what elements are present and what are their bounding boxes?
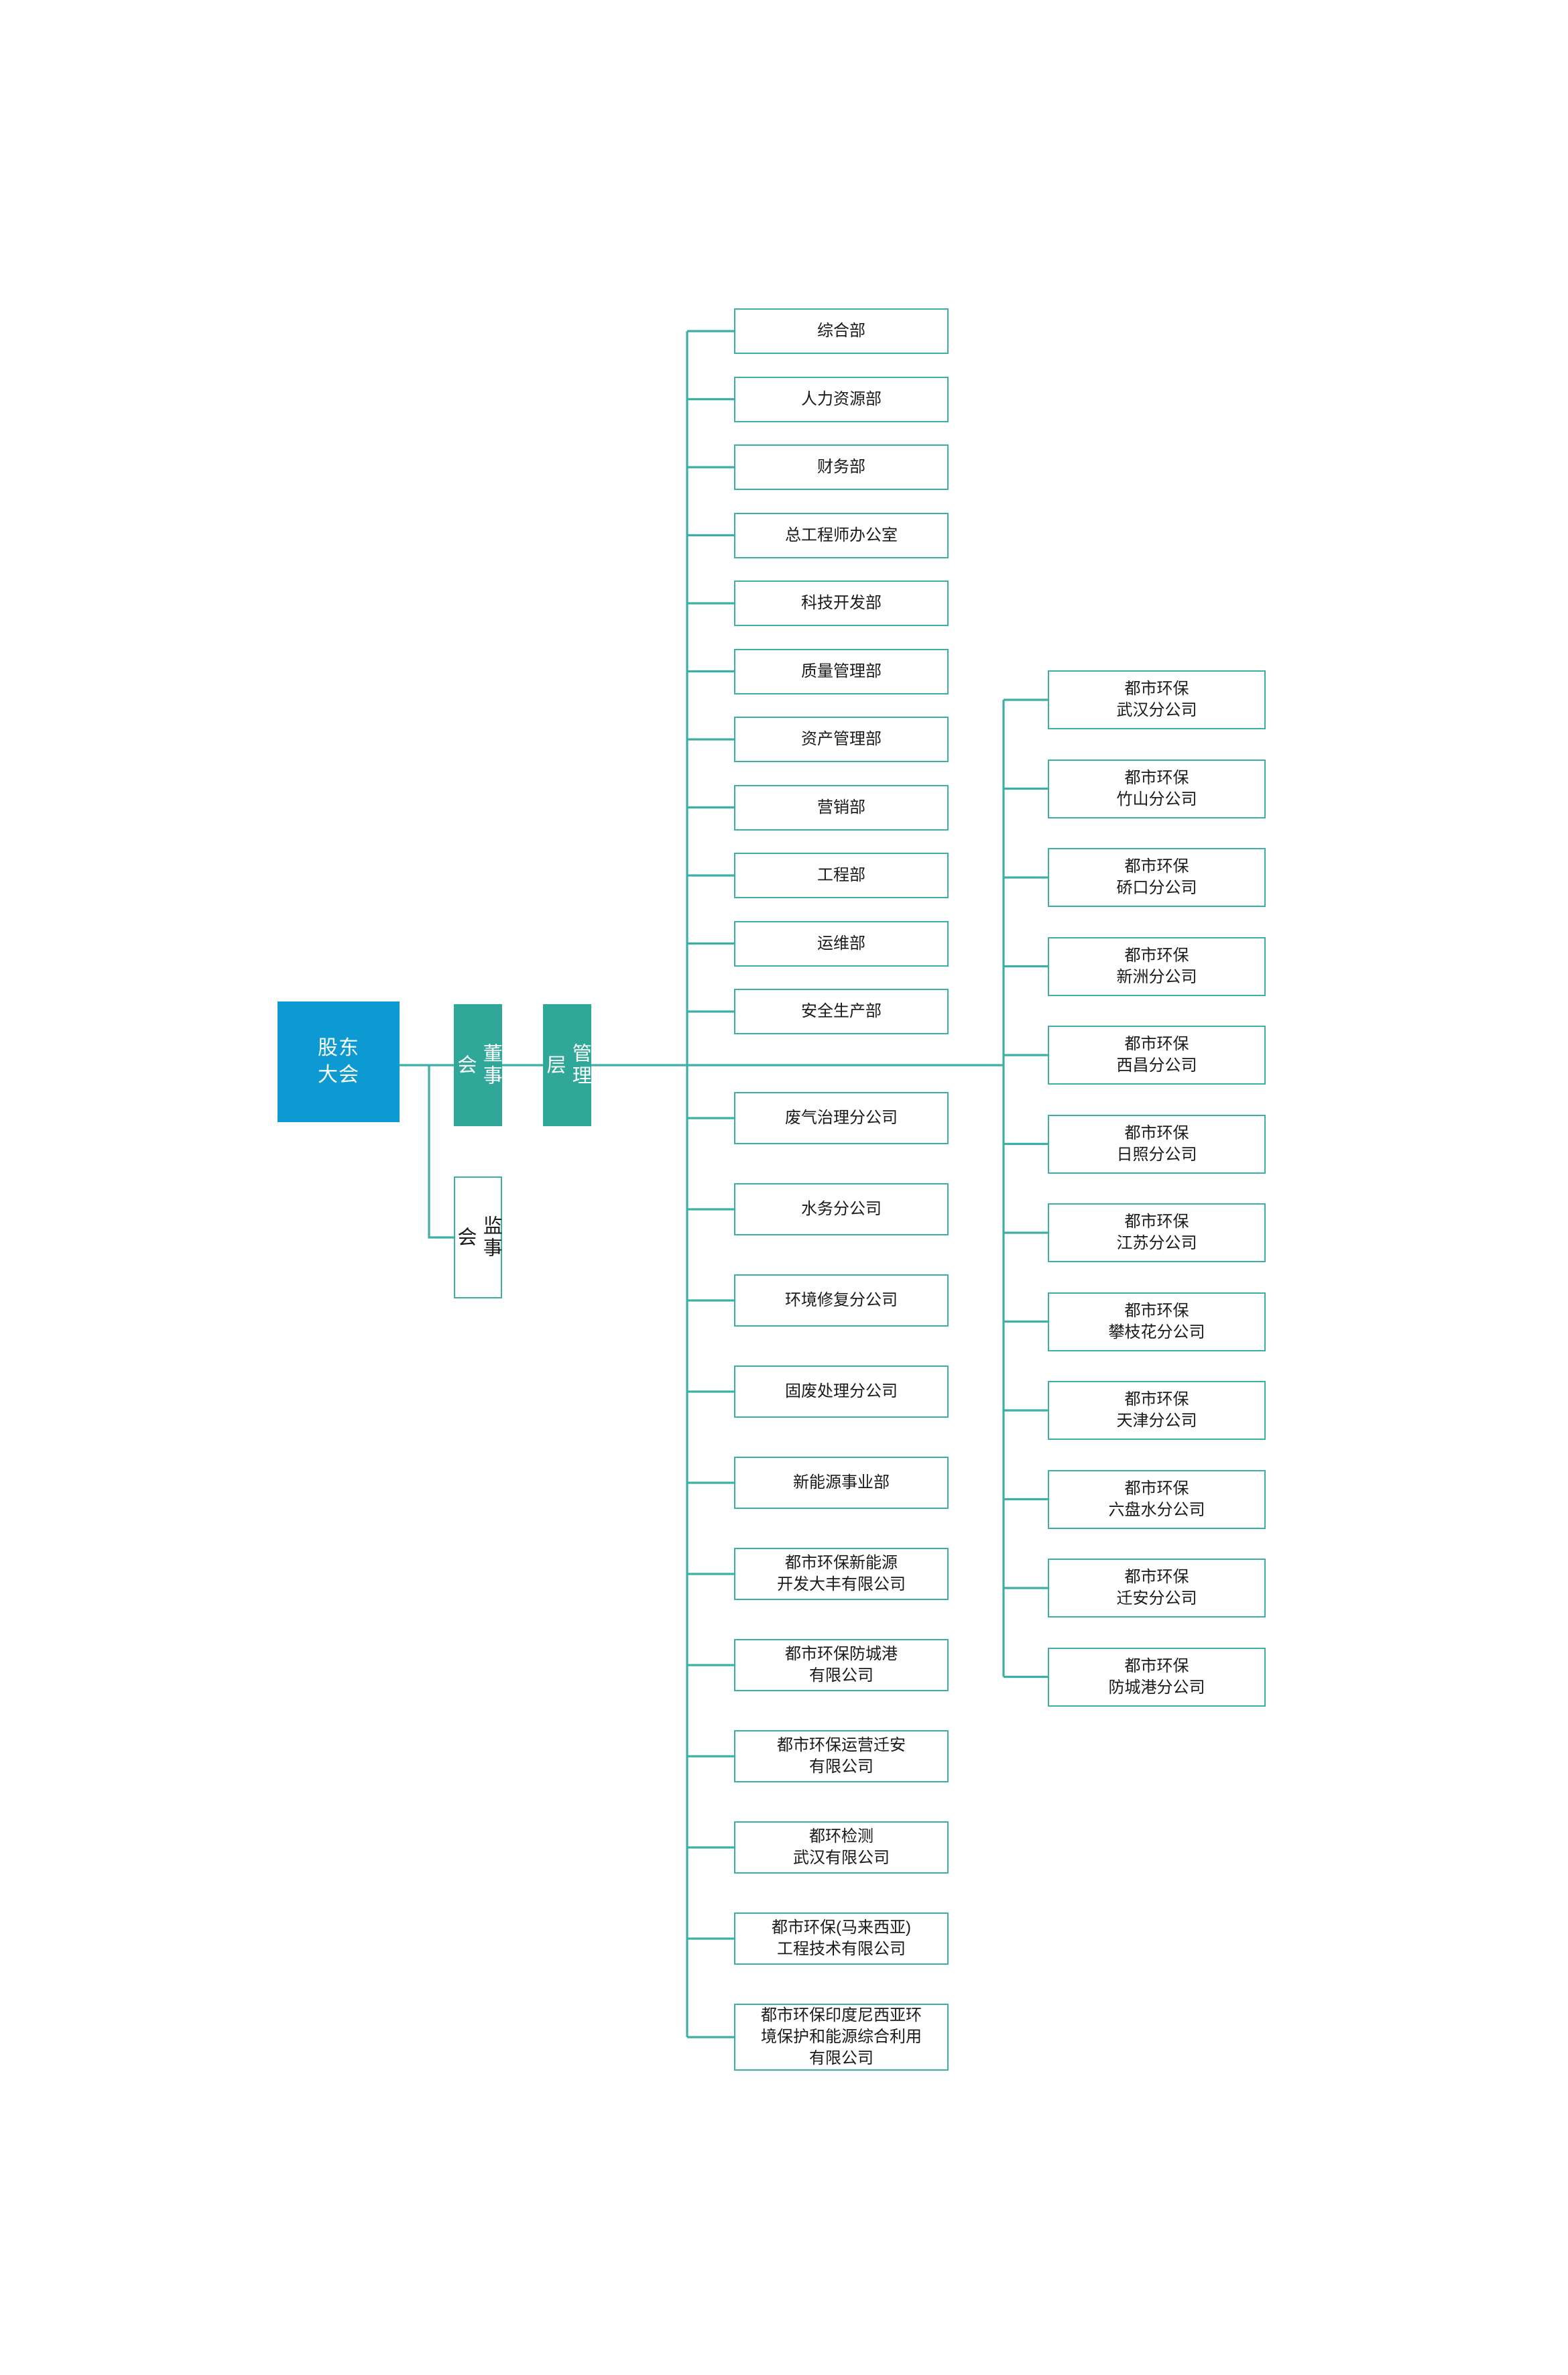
node-label: 都环检测 武汉有限公司	[793, 1827, 890, 1867]
node-label: 环境修复分公司	[785, 1291, 898, 1310]
node-label: 都市环保 六盘水分公司	[1108, 1479, 1205, 1519]
node-branch-7[interactable]: 都市环保 攀枝花分公司	[1048, 1292, 1266, 1351]
node-label: 新能源事业部	[793, 1473, 890, 1492]
node-department-10[interactable]: 安全生产部	[734, 989, 949, 1034]
node-board-of-directors[interactable]: 董事 会	[454, 1004, 502, 1126]
node-label: 工程部	[817, 866, 865, 885]
node-branch-0[interactable]: 都市环保 武汉分公司	[1048, 670, 1266, 729]
node-label: 管理 层	[544, 1043, 591, 1087]
node-branch-5[interactable]: 都市环保 日照分公司	[1048, 1114, 1266, 1174]
node-department-3[interactable]: 总工程师办公室	[734, 512, 949, 558]
node-label: 都市环保印度尼西亚环 境保护和能源综合利用 有限公司	[761, 2006, 922, 2067]
node-branch-1[interactable]: 都市环保 竹山分公司	[1048, 759, 1266, 818]
node-branch-2[interactable]: 都市环保 硚口分公司	[1048, 848, 1266, 907]
node-label: 营销部	[817, 798, 865, 816]
node-subsidiary-9[interactable]: 都市环保(马来西亚) 工程技术有限公司	[734, 1912, 949, 1965]
node-label: 总工程师办公室	[785, 526, 898, 544]
node-label: 科技开发部	[801, 594, 882, 613]
node-label: 运维部	[817, 934, 865, 953]
node-management[interactable]: 管理 层	[543, 1004, 591, 1126]
node-subsidiary-8[interactable]: 都环检测 武汉有限公司	[734, 1821, 949, 1874]
node-supervisory-board[interactable]: 监事 会	[454, 1176, 502, 1298]
node-subsidiary-10[interactable]: 都市环保印度尼西亚环 境保护和能源综合利用 有限公司	[734, 2004, 949, 2071]
node-branch-3[interactable]: 都市环保 新洲分公司	[1048, 936, 1266, 996]
node-label: 水务分公司	[801, 1200, 882, 1219]
node-department-9[interactable]: 运维部	[734, 920, 949, 967]
node-subsidiary-7[interactable]: 都市环保运营迁安 有限公司	[734, 1730, 949, 1782]
node-label: 都市环保 天津分公司	[1116, 1390, 1197, 1430]
node-label: 都市环保 防城港分公司	[1108, 1656, 1205, 1697]
node-branch-8[interactable]: 都市环保 天津分公司	[1048, 1381, 1266, 1440]
node-subsidiary-0[interactable]: 废气治理分公司	[734, 1092, 949, 1144]
node-branch-10[interactable]: 都市环保 迁安分公司	[1048, 1559, 1266, 1618]
node-department-4[interactable]: 科技开发部	[734, 581, 949, 626]
node-label: 废气治理分公司	[785, 1109, 898, 1128]
node-label: 都市环保 西昌分公司	[1116, 1035, 1197, 1075]
node-branch-9[interactable]: 都市环保 六盘水分公司	[1048, 1469, 1266, 1529]
node-label: 都市环保防城港 有限公司	[785, 1645, 898, 1685]
node-subsidiary-3[interactable]: 固废处理分公司	[734, 1365, 949, 1418]
node-subsidiary-2[interactable]: 环境修复分公司	[734, 1274, 949, 1327]
node-subsidiary-5[interactable]: 都市环保新能源 开发大丰有限公司	[734, 1548, 949, 1600]
node-label: 资产管理部	[801, 730, 882, 749]
node-department-1[interactable]: 人力资源部	[734, 376, 949, 422]
node-department-2[interactable]: 财务部	[734, 444, 949, 490]
node-department-6[interactable]: 资产管理部	[734, 717, 949, 762]
node-branch-11[interactable]: 都市环保 防城港分公司	[1048, 1647, 1266, 1707]
node-shareholders-meeting[interactable]: 股东 大会	[278, 1001, 400, 1122]
node-department-0[interactable]: 综合部	[734, 308, 949, 354]
node-label: 都市环保(马来西亚) 工程技术有限公司	[772, 1919, 911, 1958]
node-label: 人力资源部	[801, 389, 882, 408]
node-department-8[interactable]: 工程部	[734, 853, 949, 898]
node-label: 都市环保 武汉分公司	[1116, 680, 1197, 719]
node-department-7[interactable]: 营销部	[734, 784, 949, 831]
node-label: 都市环保 迁安分公司	[1116, 1568, 1197, 1607]
node-label: 都市环保 江苏分公司	[1116, 1213, 1197, 1252]
node-label: 股东 大会	[318, 1037, 359, 1086]
node-label: 都市环保 硚口分公司	[1116, 857, 1197, 897]
node-label: 都市环保运营迁安 有限公司	[777, 1736, 906, 1776]
node-branch-6[interactable]: 都市环保 江苏分公司	[1048, 1203, 1266, 1262]
node-department-5[interactable]: 质量管理部	[734, 648, 949, 694]
node-branch-4[interactable]: 都市环保 西昌分公司	[1048, 1026, 1266, 1085]
node-label: 综合部	[817, 322, 865, 341]
node-label: 董事 会	[455, 1043, 502, 1087]
node-subsidiary-1[interactable]: 水务分公司	[734, 1183, 949, 1235]
node-label: 固废处理分公司	[785, 1382, 898, 1401]
node-subsidiary-4[interactable]: 新能源事业部	[734, 1457, 949, 1509]
node-label: 都市环保 日照分公司	[1116, 1123, 1197, 1164]
node-label: 都市环保 新洲分公司	[1116, 946, 1197, 986]
node-label: 都市环保新能源 开发大丰有限公司	[777, 1554, 906, 1593]
node-label: 财务部	[817, 458, 865, 477]
node-label: 都市环保 竹山分公司	[1116, 768, 1197, 808]
node-label: 都市环保 攀枝花分公司	[1108, 1301, 1205, 1341]
node-label: 安全生产部	[801, 1002, 882, 1021]
connector-shareholders-to-supervisory	[428, 1065, 454, 1239]
node-label: 监事 会	[455, 1215, 502, 1260]
node-label: 质量管理部	[801, 662, 882, 680]
node-subsidiary-6[interactable]: 都市环保防城港 有限公司	[734, 1639, 949, 1691]
